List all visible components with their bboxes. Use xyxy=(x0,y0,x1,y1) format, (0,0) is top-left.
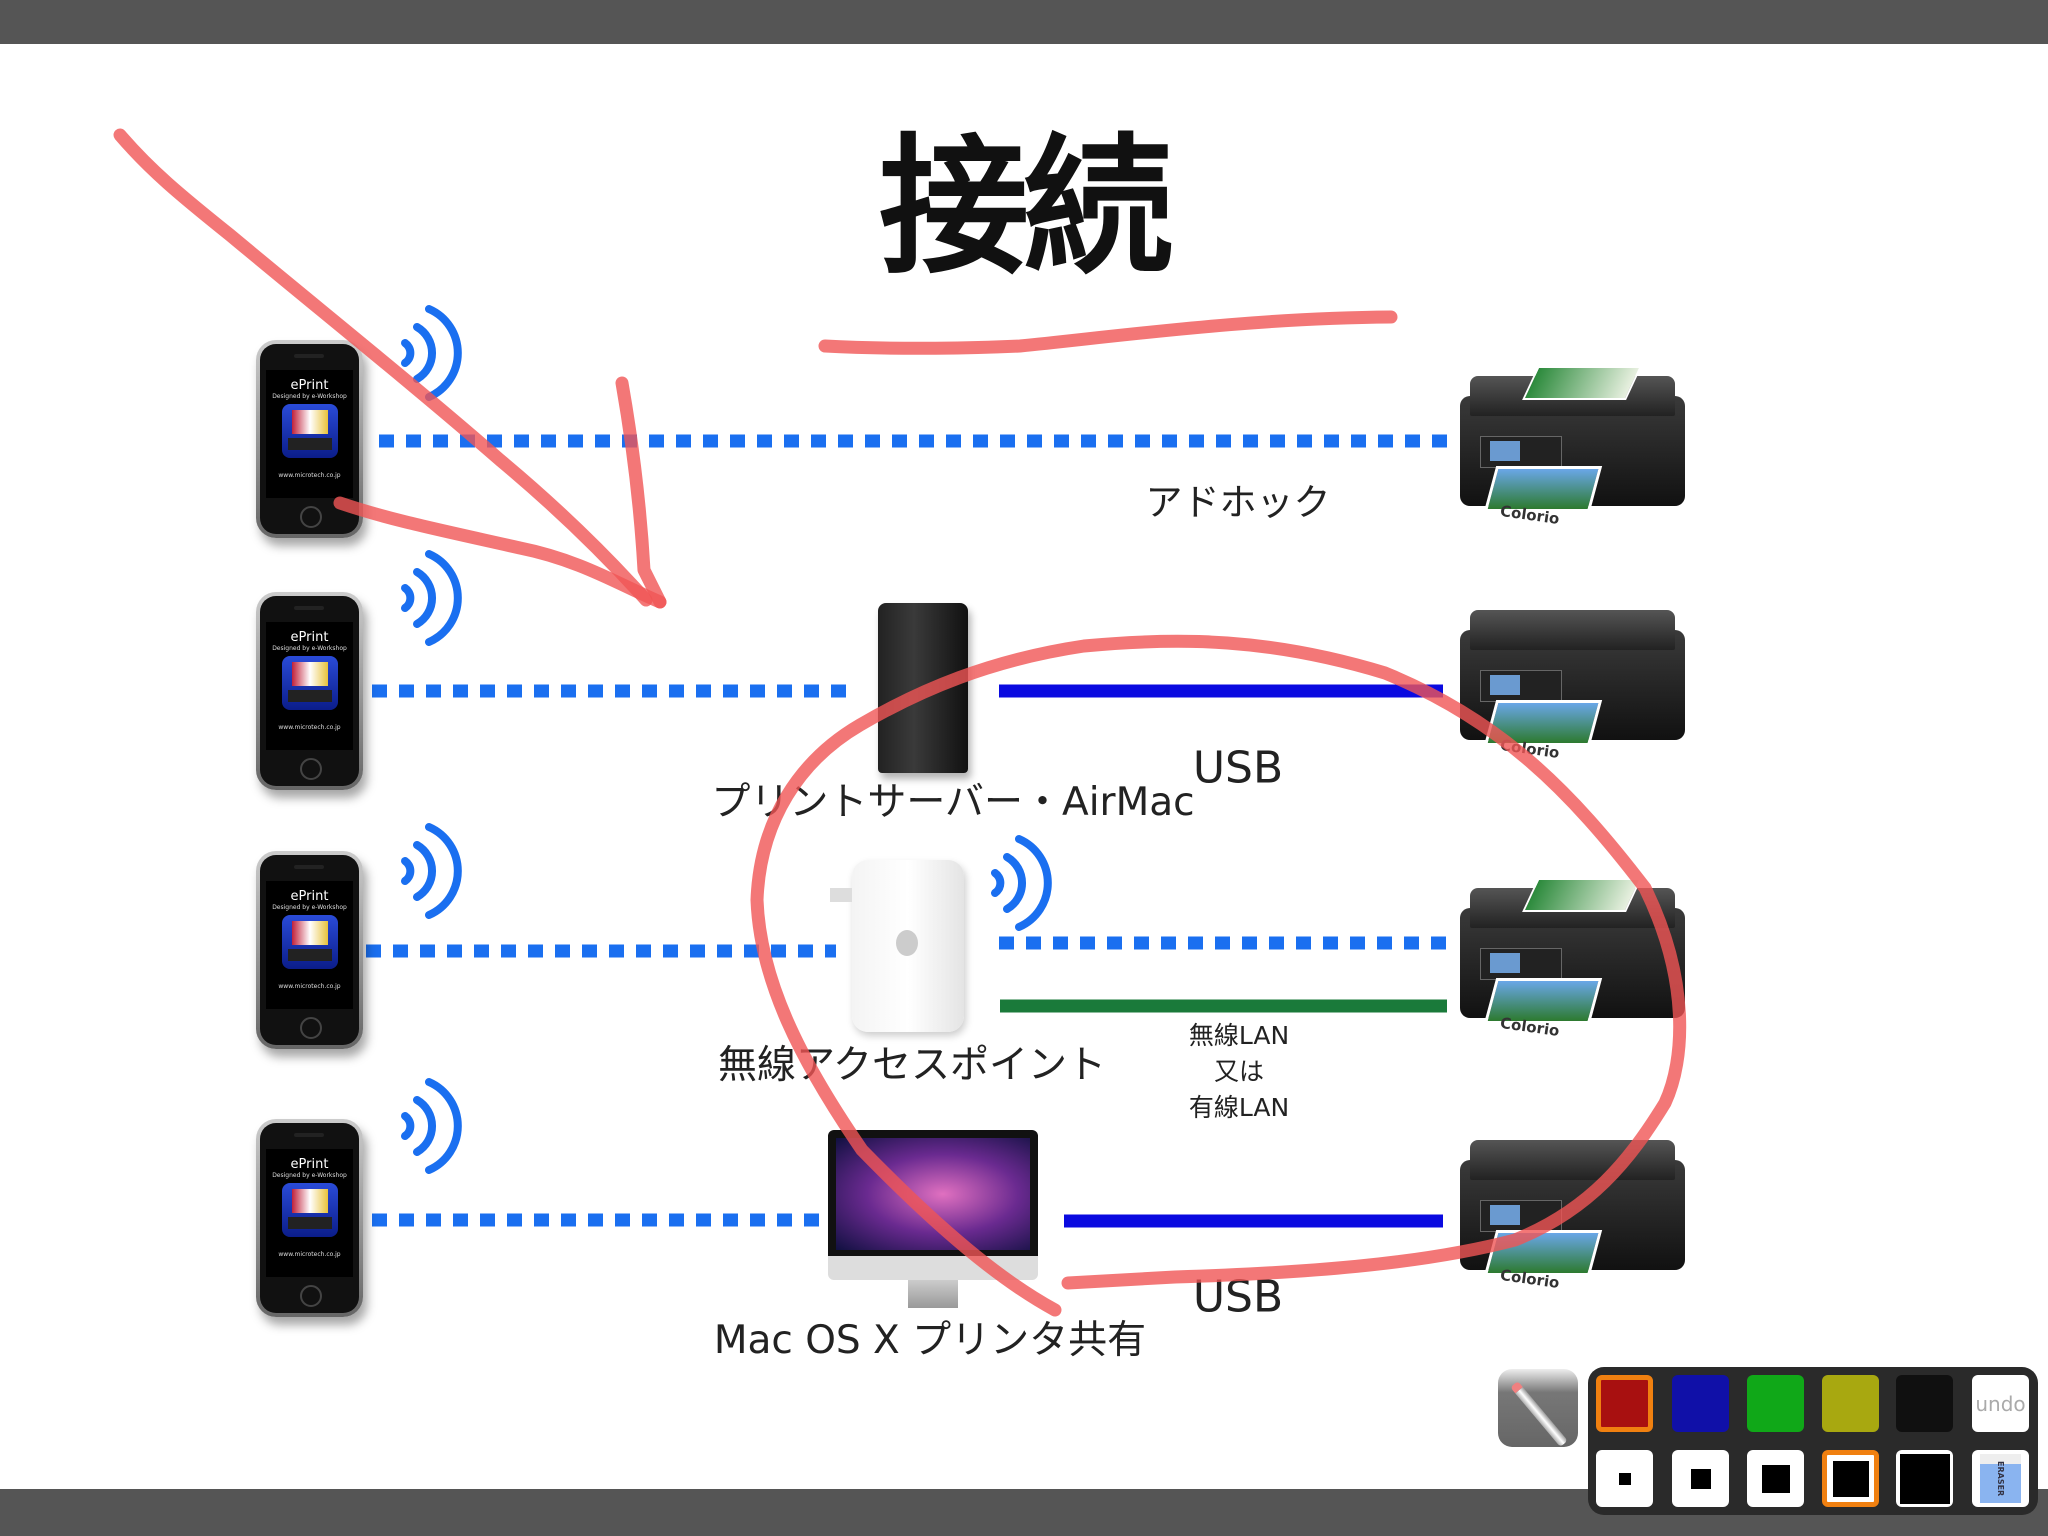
color-swatch[interactable] xyxy=(1672,1375,1729,1432)
plug-icon xyxy=(830,888,852,902)
usb-label: USB xyxy=(1192,1271,1284,1323)
access-point-label: 無線アクセスポイント xyxy=(717,1043,1107,1088)
brush-size-button[interactable] xyxy=(1822,1450,1879,1507)
wifi-icon xyxy=(401,550,462,646)
usb-label: USB xyxy=(1192,742,1284,794)
brush-size-icon xyxy=(1618,1472,1631,1485)
apple-logo-icon xyxy=(896,930,918,956)
eraser-button[interactable]: ERASER xyxy=(1972,1450,2029,1507)
pen-toggle-button[interactable] xyxy=(1498,1369,1578,1448)
imac-image xyxy=(828,1130,1038,1310)
wifi-icon xyxy=(401,305,462,401)
printer-image: Colorio xyxy=(1460,878,1685,1040)
brush-size-icon xyxy=(1899,1453,1950,1504)
printer-image: Colorio xyxy=(1460,1130,1685,1292)
brush-size-button[interactable] xyxy=(1747,1450,1804,1507)
brush-size-icon xyxy=(1761,1464,1790,1493)
color-swatch[interactable] xyxy=(1747,1375,1804,1432)
color-swatch[interactable] xyxy=(1896,1375,1953,1432)
drawing-toolbar xyxy=(1588,1367,2038,1515)
brush-size-button[interactable] xyxy=(1672,1450,1729,1507)
brush-size-icon xyxy=(1832,1460,1869,1497)
print-server-label: プリントサーバー・AirMac xyxy=(711,780,1195,825)
brush-size-icon xyxy=(1690,1468,1711,1489)
print-server-image xyxy=(878,603,968,773)
wifi-icon xyxy=(401,1078,462,1174)
printer-image: Colorio xyxy=(1460,600,1685,762)
eraser-icon: ERASER xyxy=(1980,1454,2021,1503)
lan-label: 無線LAN 又は 有線LAN xyxy=(1188,1021,1290,1122)
brush-size-button[interactable] xyxy=(1596,1450,1653,1507)
color-swatch[interactable] xyxy=(1596,1375,1653,1432)
airmac-express-image xyxy=(830,860,964,1032)
printer-image: Colorio xyxy=(1460,366,1685,528)
wifi-icon xyxy=(401,823,462,919)
pen-icon xyxy=(1510,1380,1568,1448)
wifi-icon xyxy=(991,835,1052,931)
adhoc-label: アドホック xyxy=(1145,481,1331,524)
color-swatch[interactable] xyxy=(1822,1375,1879,1432)
slide-title: 接続 xyxy=(878,121,1173,295)
undo-button[interactable]: undo xyxy=(1972,1375,2029,1432)
top-bar xyxy=(0,0,2048,44)
mac-share-label: Mac OS X プリンタ共有 xyxy=(713,1318,1147,1363)
brush-size-button[interactable] xyxy=(1896,1450,1953,1507)
